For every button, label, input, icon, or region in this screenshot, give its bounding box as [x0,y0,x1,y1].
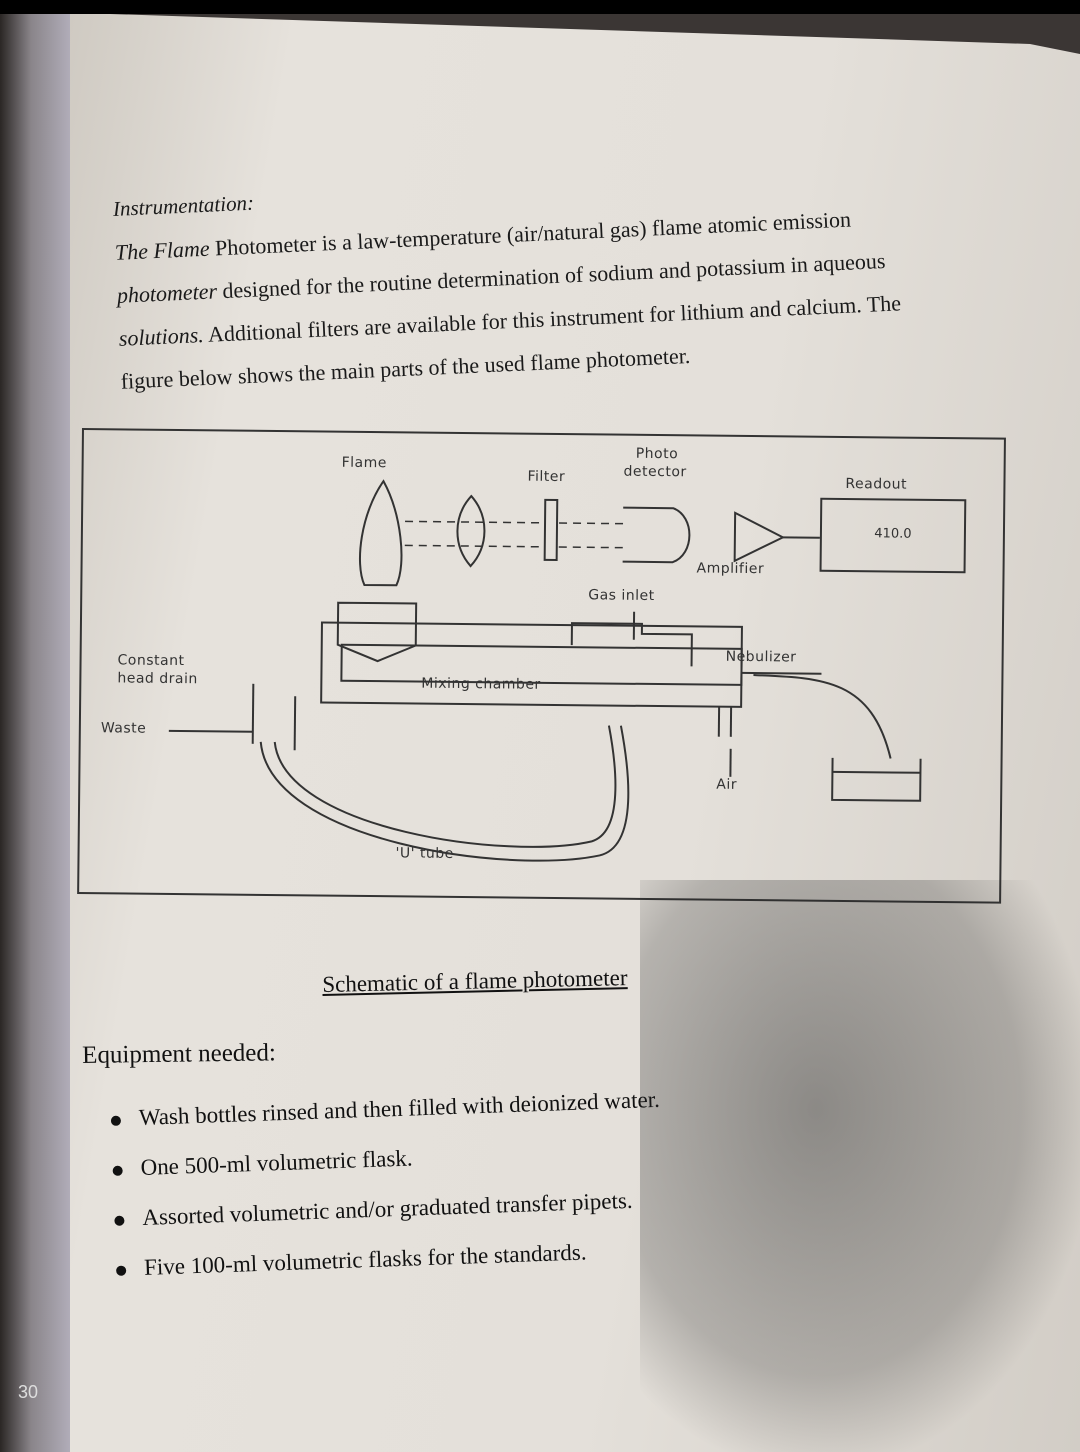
light-path-top-2 [559,522,624,525]
label-constant-head-drain-2: head drain [117,670,198,688]
bullet-icon [114,1215,125,1226]
filter-shape [543,498,559,561]
burner-head-shape [336,601,418,663]
flame-shape [359,479,403,587]
drain-riser [293,696,297,751]
waste-arrow [168,729,253,733]
u-tube-outer [259,725,630,862]
sample-tube [753,674,892,759]
label-filter: Filter [527,468,566,486]
light-path-bottom-2 [558,546,623,549]
equipment-item-text: Wash bottles rinsed and then filled with… [138,1086,661,1131]
drain-pipe [251,683,255,744]
label-constant-head-drain-1: Constant [117,652,185,670]
intro-line-2-lead: photometer [116,278,218,308]
equipment-item-text: One 500-ml volumetric flask. [140,1145,413,1180]
top-bar [0,0,1080,14]
hand-shadow [640,880,1080,1452]
bullet-icon [112,1165,123,1176]
label-amplifier: Amplifier [696,560,765,578]
label-nebulizer: Nebulizer [725,648,797,666]
intro-line-3-lead: solutions. [118,322,205,351]
label-photo-detector-1: Photo [635,445,679,463]
left-page-edge [0,14,78,1452]
u-tube-inner [273,725,617,848]
lens-shape [456,494,486,568]
page-number: 30 [18,1382,39,1402]
label-mixing-chamber: Mixing chamber [421,675,541,693]
readout-value: 410.0 [874,526,912,542]
label-readout: Readout [845,475,908,493]
flame-photometer-diagram: Flame Filter Photo detector Readout 410.… [77,428,1006,904]
label-photo-detector-2: detector [623,463,687,481]
nebulizer-line [741,671,822,675]
label-u-tube: 'U' tube [395,845,454,862]
bullet-icon [115,1265,127,1276]
label-flame: Flame [341,454,388,472]
equipment-item-text: Assorted volumetric and/or graduated tra… [141,1187,633,1230]
intro-line-1-lead: The Flame [114,235,211,265]
label-waste: Waste [100,720,147,737]
equipment-heading: Equipment needed: [82,1039,277,1069]
diagram-drawing [168,479,922,862]
light-path-bottom [404,544,543,548]
bullet-icon [110,1115,122,1126]
photo-detector-shape [622,506,691,564]
intro-text: Instrumentation: The Flame Photometer is… [112,149,981,403]
beaker-liquid [832,770,921,774]
mixing-chamber-inner [340,643,743,686]
gas-inlet-pipe [570,622,693,667]
book-page [70,14,1080,1452]
beaker-shape [831,757,922,802]
light-path-top [405,520,544,524]
readout-display: 410.0 [819,497,967,574]
equipment-item-text: Five 100-ml volumetric flasks for the st… [143,1239,587,1280]
label-air: Air [716,776,738,793]
amplifier-shape [733,511,786,563]
label-gas-inlet: Gas inlet [588,587,655,605]
